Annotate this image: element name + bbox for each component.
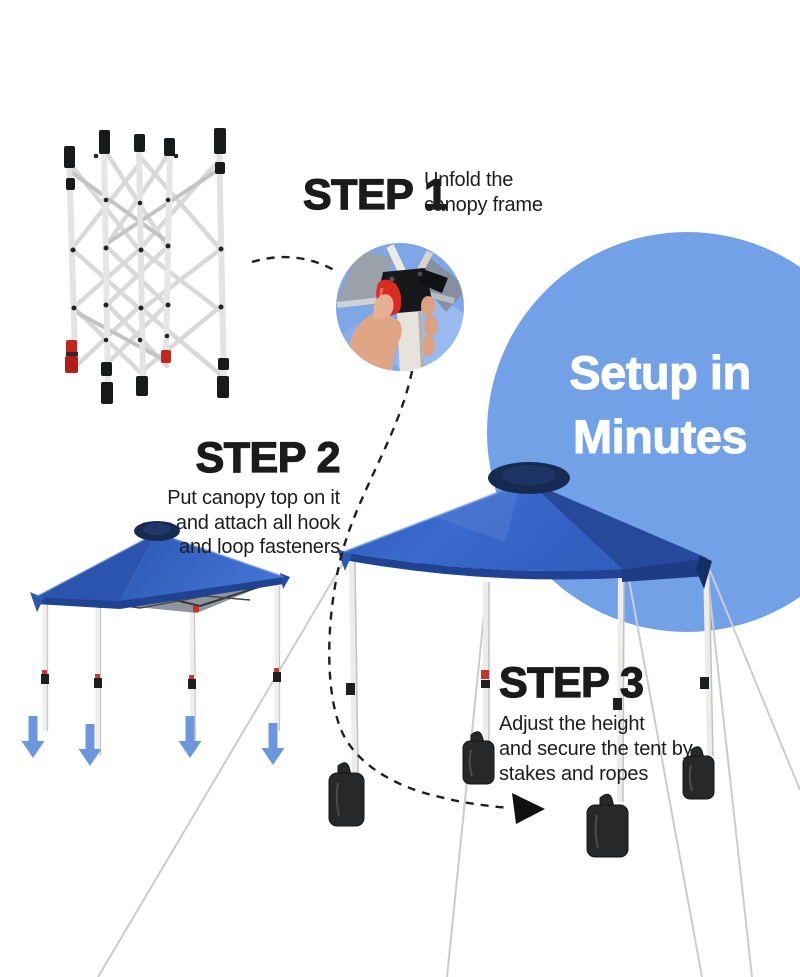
height-adjusters — [41, 668, 281, 689]
dashed-connectors — [251, 255, 511, 810]
canopy-tent-step3 — [97, 462, 800, 977]
finger-tips — [421, 296, 438, 356]
frame-red-feet — [65, 340, 171, 373]
hand-palm — [349, 313, 402, 371]
sandbags — [328, 731, 715, 858]
push-down-arrows — [21, 716, 285, 766]
step2-label: STEP 2 — [195, 434, 341, 482]
scissor-bars — [68, 149, 225, 378]
connector-frame-to-inset — [251, 255, 335, 272]
frame-caps — [64, 128, 229, 404]
folded-frame — [64, 128, 229, 404]
canopy-top — [30, 521, 290, 612]
inset-gray-pad — [336, 250, 395, 305]
frame-legs — [66, 139, 227, 393]
hero-line-1: Setup in — [569, 346, 752, 400]
step2-block: STEP 2 Put canopy top on it and attach a… — [100, 434, 341, 560]
step3-label: STEP 3 — [498, 659, 644, 707]
hero-headline: Setup in Minutes — [455, 341, 800, 469]
connector-inset-to-arrow — [328, 370, 511, 810]
inset-pole — [397, 311, 425, 371]
inset-photo-hand-lever — [336, 243, 464, 371]
canopy-top — [337, 462, 712, 589]
step2-description: Put canopy top on it and attach all hook… — [167, 487, 340, 558]
scissor-bars-back — [69, 166, 223, 364]
step3-description: Adjust the height and secure the tent by… — [499, 713, 693, 785]
canopy-tent-step2 — [21, 521, 290, 766]
height-adjusters — [346, 670, 709, 710]
frame-joints — [70, 153, 224, 343]
step1-description: Unfold the canopy frame — [424, 169, 543, 216]
tent-legs — [349, 559, 714, 803]
step3-block: STEP 3 Adjust the height and secure the … — [498, 659, 759, 787]
hero-line-2: Minutes — [572, 410, 748, 464]
thumb — [373, 294, 394, 320]
arrowhead — [512, 793, 545, 824]
step1-label: STEP 1 — [302, 171, 448, 219]
